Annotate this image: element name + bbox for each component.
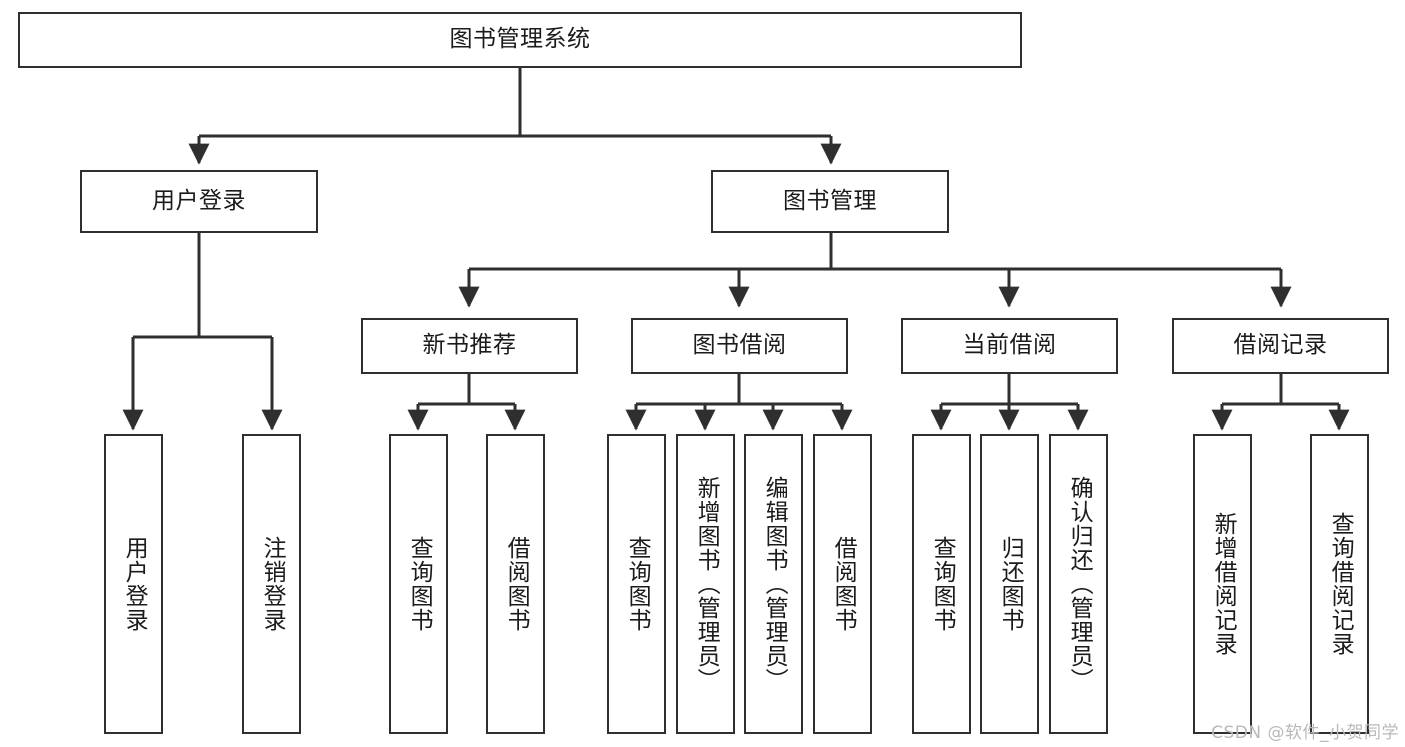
node-label: 图书管理 (783, 187, 877, 214)
node-label: 用户登录 (121, 536, 148, 632)
node-label: 归还图书 (997, 536, 1024, 632)
node-label: 查询借阅记录 (1327, 512, 1354, 656)
node-label: 用户登录 (152, 187, 246, 214)
node-leaf-query-book-3[interactable]: 查询图书 (912, 434, 971, 734)
node-label: 借阅图书 (830, 536, 857, 632)
node-borrow-record[interactable]: 借阅记录 (1172, 318, 1389, 374)
node-label: 当前借阅 (962, 332, 1057, 359)
watermark-text: CSDN @软件_小贺同学 (1211, 723, 1399, 743)
node-leaf-user-logout[interactable]: 注销登录 (242, 434, 301, 734)
node-leaf-query-book-2[interactable]: 查询图书 (607, 434, 666, 734)
node-label: 借阅记录 (1233, 332, 1328, 359)
node-label: 新增图书（管理员） (693, 476, 720, 692)
node-label: 新增借阅记录 (1210, 512, 1237, 656)
node-leaf-add-record[interactable]: 新增借阅记录 (1193, 434, 1252, 734)
node-label: 编辑图书（管理员） (761, 476, 788, 692)
node-book-management-system[interactable]: 图书管理系统 (18, 12, 1022, 68)
node-leaf-edit-book[interactable]: 编辑图书（管理员） (744, 434, 803, 734)
node-new-book-recommend[interactable]: 新书推荐 (361, 318, 578, 374)
node-label: 查询图书 (406, 536, 433, 632)
node-label: 确认归还（管理员） (1066, 476, 1093, 692)
node-label: 图书借阅 (692, 332, 787, 359)
node-label: 新书推荐 (422, 332, 517, 359)
node-leaf-borrow-book-2[interactable]: 借阅图书 (813, 434, 872, 734)
node-current-borrow[interactable]: 当前借阅 (901, 318, 1118, 374)
node-leaf-confirm-return[interactable]: 确认归还（管理员） (1049, 434, 1108, 734)
node-book-borrow[interactable]: 图书借阅 (631, 318, 848, 374)
node-label: 借阅图书 (503, 536, 530, 632)
node-label: 注销登录 (259, 536, 286, 632)
node-label: 查询图书 (929, 536, 956, 632)
node-label: 图书管理系统 (449, 26, 591, 53)
node-leaf-query-book-1[interactable]: 查询图书 (389, 434, 448, 734)
node-book-management[interactable]: 图书管理 (711, 170, 949, 233)
node-label: 查询图书 (624, 536, 651, 632)
node-leaf-add-book[interactable]: 新增图书（管理员） (676, 434, 735, 734)
node-leaf-query-record[interactable]: 查询借阅记录 (1310, 434, 1369, 734)
node-leaf-return-book[interactable]: 归还图书 (980, 434, 1039, 734)
node-user-login[interactable]: 用户登录 (80, 170, 318, 233)
node-leaf-borrow-book-1[interactable]: 借阅图书 (486, 434, 545, 734)
node-leaf-user-login[interactable]: 用户登录 (104, 434, 163, 734)
